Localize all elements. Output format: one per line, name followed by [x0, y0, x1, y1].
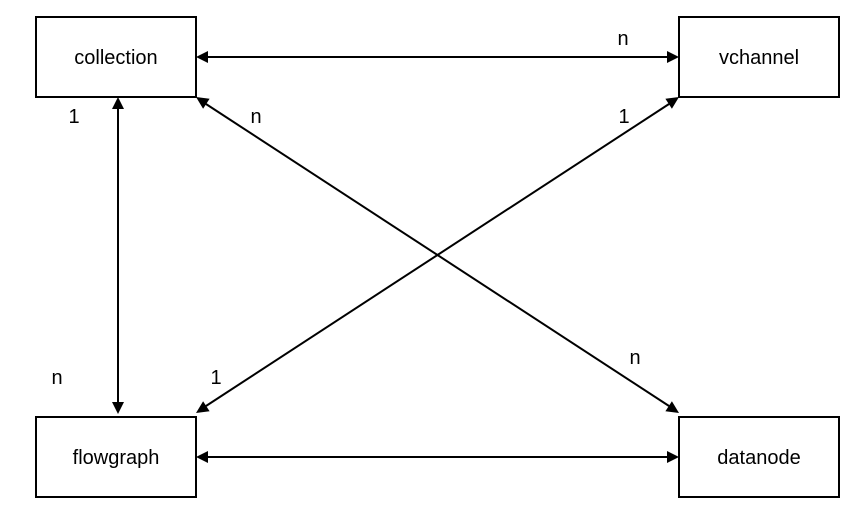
cardinality-labels: n 1 n n n 1 1: [51, 28, 640, 389]
cardinality-vchannel-flowgraph-1-bottom: 1: [210, 367, 221, 389]
arrowhead-datanode-diag: [665, 401, 679, 413]
edges: [112, 51, 679, 463]
node-vchannel-box: [678, 16, 840, 98]
arrowhead-vchannel-diag: [665, 97, 679, 109]
arrowhead-flowgraph-end: [196, 451, 208, 463]
node-collection-box: [35, 16, 197, 98]
arrowhead-vchannel-end: [667, 51, 679, 63]
node-datanode-box: [678, 416, 840, 498]
cardinality-vchannel-flowgraph-1-top: 1: [618, 106, 629, 128]
arrowhead-collection-bottom: [112, 97, 124, 109]
arrowhead-flowgraph-diag: [196, 401, 210, 413]
cardinality-collection-datanode-n-bottom: n: [629, 347, 640, 369]
node-collection[interactable]: collection: [35, 16, 197, 98]
arrowhead-flowgraph-top: [112, 402, 124, 414]
node-collection-label: collection: [74, 47, 157, 69]
node-flowgraph-label: flowgraph: [73, 447, 160, 469]
cardinality-collection-flowgraph-1: 1: [68, 106, 79, 128]
node-datanode-label: datanode: [717, 447, 800, 469]
node-vchannel[interactable]: vchannel: [678, 16, 840, 98]
cardinality-collection-flowgraph-n: n: [51, 367, 62, 389]
node-vchannel-label: vchannel: [719, 47, 799, 69]
arrowhead-datanode-end: [667, 451, 679, 463]
arrowhead-collection-diag: [196, 97, 210, 109]
cardinality-collection-datanode-n-top: n: [250, 106, 261, 128]
arrowhead-collection-end: [196, 51, 208, 63]
node-datanode[interactable]: datanode: [678, 416, 840, 498]
cardinality-collection-vchannel-n: n: [617, 28, 628, 50]
edge-vchannel-flowgraph: [205, 103, 670, 407]
node-flowgraph[interactable]: flowgraph: [35, 416, 197, 498]
node-flowgraph-box: [35, 416, 197, 498]
